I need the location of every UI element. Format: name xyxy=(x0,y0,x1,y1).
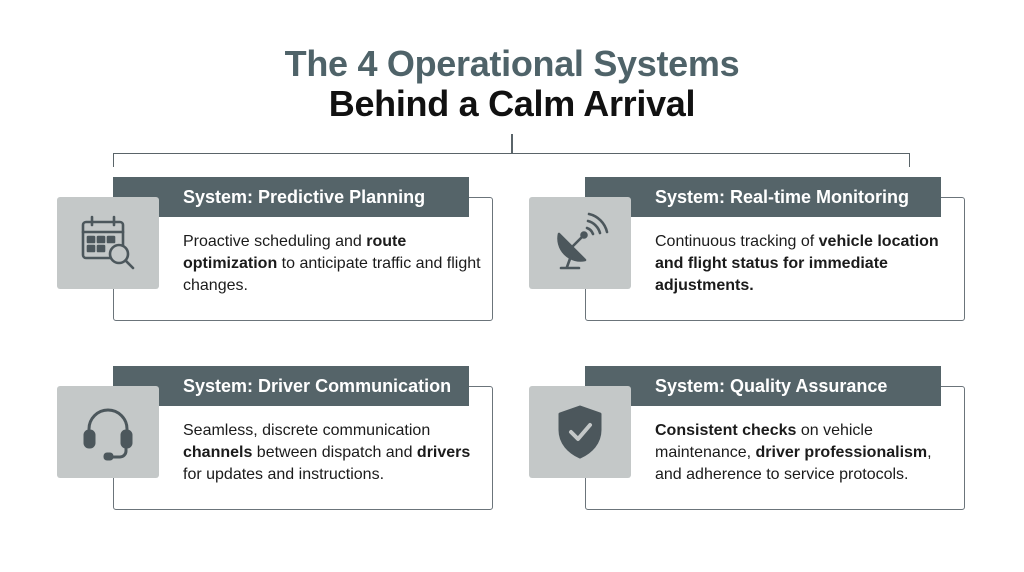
card-body: Seamless, discrete communication channel… xyxy=(183,420,483,486)
card-header: System: Predictive Planning xyxy=(113,177,469,217)
satellite-dish-icon xyxy=(529,197,631,289)
card-header: System: Quality Assurance xyxy=(585,366,941,406)
card-driver-communication: System: Driver Communication Seamless, d… xyxy=(57,366,495,510)
title-line-1: The 4 Operational Systems xyxy=(284,43,740,84)
card-title: System: Real-time Monitoring xyxy=(655,187,910,207)
calendar-search-icon xyxy=(57,197,159,289)
card-quality-assurance: System: Quality Assurance Consistent che… xyxy=(529,366,967,510)
title-line-2: Behind a Calm Arrival xyxy=(328,83,696,124)
card-title: System: Driver Communication xyxy=(183,376,452,396)
card-body: Proactive scheduling and route optimizat… xyxy=(183,231,483,297)
bracket-stem xyxy=(511,134,513,154)
body-text: on vehicle maintenance, xyxy=(655,422,873,461)
shield-check-icon xyxy=(529,386,631,478)
body-text: , and adherence to service protocols. xyxy=(655,444,932,483)
page-title: The 4 Operational Systems Behind a Calm … xyxy=(0,44,1024,124)
card-body: Continuous tracking of vehicle location … xyxy=(655,231,955,297)
emphasis-text: drivers xyxy=(416,444,471,461)
card-box xyxy=(113,197,493,321)
card-title: System: Predictive Planning xyxy=(183,187,426,207)
card-body: Consistent checks on vehicle maintenance… xyxy=(655,420,955,486)
card-title: System: Quality Assurance xyxy=(655,376,888,396)
connector-bracket xyxy=(113,153,910,167)
emphasis-text: driver professionalism xyxy=(755,444,928,461)
card-box xyxy=(113,386,493,510)
card-box xyxy=(585,197,965,321)
card-real-time-monitoring: System: Real-time Monitoring Continuous … xyxy=(529,177,967,321)
body-text: Continuous tracking of xyxy=(655,233,819,250)
card-header: System: Real-time Monitoring xyxy=(585,177,941,217)
card-box xyxy=(585,386,965,510)
body-text: for updates and instructions. xyxy=(183,466,385,483)
body-text: Seamless, discrete communication xyxy=(183,422,431,439)
card-header: System: Driver Communication xyxy=(113,366,469,406)
emphasis-text: vehicle location and flight status for i… xyxy=(655,233,939,294)
card-predictive-planning: System: Predictive Planning Proactive sc… xyxy=(57,177,495,321)
emphasis-text: Consistent checks xyxy=(655,422,797,439)
body-text: to anticipate traffic and flight changes… xyxy=(183,255,481,294)
headset-icon xyxy=(57,386,159,478)
emphasis-text: channels xyxy=(183,444,253,461)
emphasis-text: route optimization xyxy=(183,233,407,272)
body-text: between dispatch and xyxy=(252,444,417,461)
body-text: Proactive scheduling and xyxy=(183,233,367,250)
